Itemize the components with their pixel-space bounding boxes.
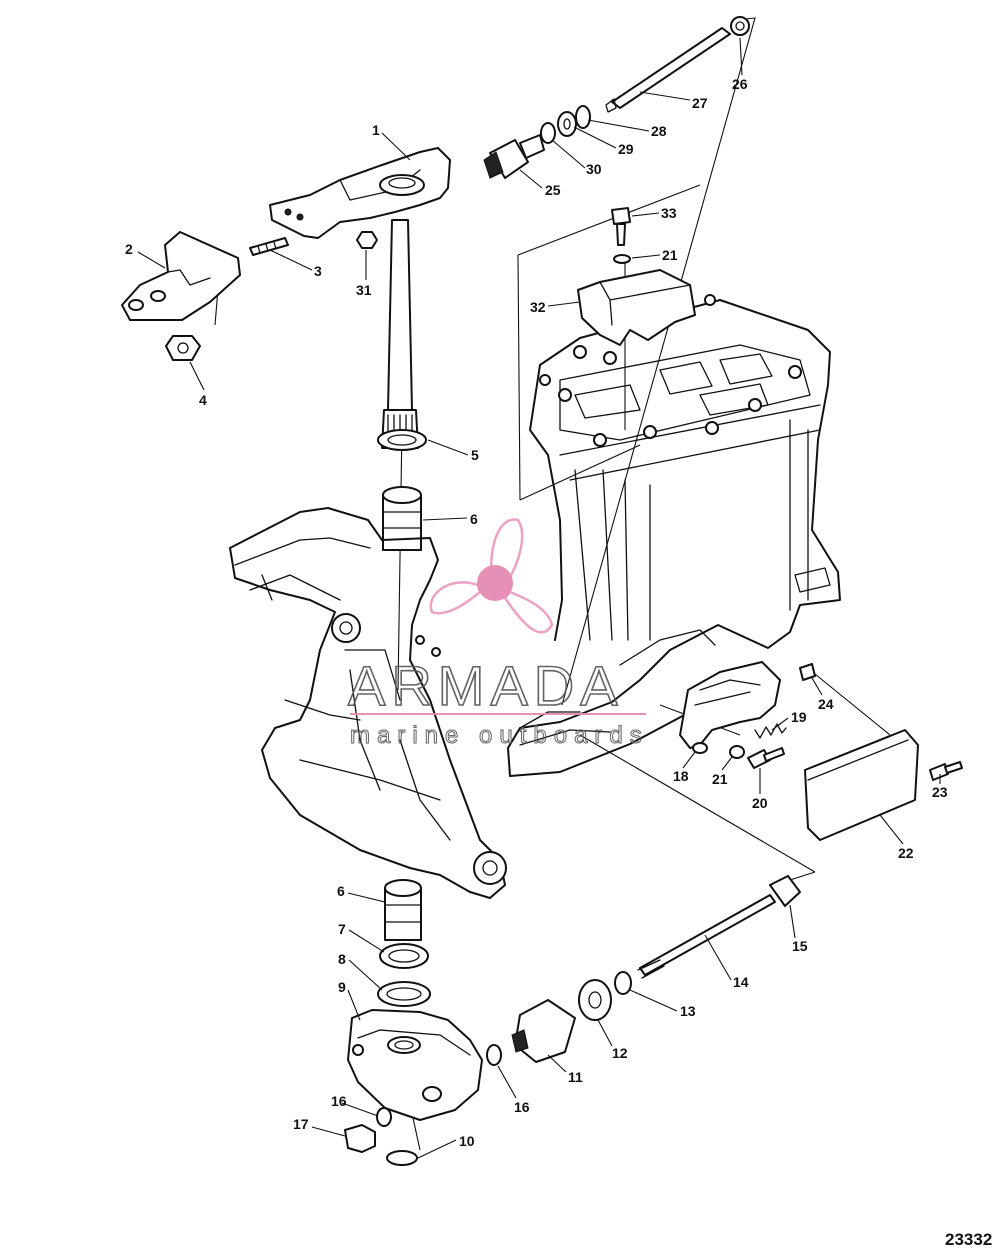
watermark-hub	[477, 565, 513, 601]
callout-7: 7	[338, 921, 346, 937]
seal-7	[379, 943, 429, 969]
callout-27: 27	[692, 95, 708, 111]
callout-13: 13	[680, 1003, 696, 1019]
figure-number: 23332	[945, 1230, 992, 1249]
callout-31: 31	[356, 282, 372, 298]
callout-6-upper: 6	[470, 511, 478, 527]
lower-swivel-yoke-9	[347, 1009, 483, 1121]
callout-26: 26	[732, 76, 748, 92]
nut-17	[344, 1124, 376, 1153]
callout-labels: 1 2 3 4 5 6 6 7 8 9 10 11 12 13 14 15 16…	[125, 76, 948, 1149]
callout-33: 33	[661, 205, 677, 221]
callout-24: 24	[818, 696, 834, 712]
bracket-2	[121, 231, 241, 321]
callout-32: 32	[530, 299, 546, 315]
callout-11: 11	[568, 1069, 583, 1085]
washer-13	[614, 971, 632, 995]
watermark-tagline-text: marine outboards	[350, 722, 649, 749]
retainer-32	[577, 269, 696, 346]
watermark-blade-right	[503, 590, 554, 634]
screw-23	[929, 761, 963, 781]
callout-29: 29	[618, 141, 634, 157]
bushing-6-lower	[384, 879, 422, 941]
steering-arm	[269, 147, 451, 239]
washer-8	[377, 981, 431, 1007]
bushing-6-upper	[382, 486, 422, 551]
callout-9: 9	[338, 979, 346, 995]
clip-10	[386, 1150, 418, 1166]
callout-1: 1	[372, 122, 380, 138]
mount-11	[511, 999, 576, 1063]
washer-16-right	[486, 1044, 502, 1066]
cover-22	[804, 729, 919, 841]
washer-21-lower	[729, 745, 745, 759]
callout-2: 2	[125, 241, 133, 257]
armada-watermark: ARMADA marine outboards	[347, 518, 649, 750]
washer-16-lower	[376, 1107, 392, 1127]
steering-shaft	[381, 219, 419, 449]
callout-6-lower: 6	[337, 883, 345, 899]
swivel-bracket	[229, 507, 507, 899]
stud-3	[249, 237, 289, 256]
plug-24	[799, 663, 816, 681]
washer-21-upper	[613, 254, 631, 264]
nut-15	[769, 875, 801, 907]
lower-tie-bar-14	[637, 894, 776, 979]
callout-15: 15	[792, 938, 808, 954]
callout-25: 25	[545, 182, 561, 198]
driveshaft-housing	[507, 294, 841, 777]
callout-leader-lines	[137, 37, 941, 1159]
callout-10: 10	[459, 1133, 475, 1149]
callout-14: 14	[733, 974, 749, 990]
watermark-blade-top	[490, 518, 524, 582]
nut-31	[356, 231, 378, 249]
washer-12	[578, 979, 612, 1021]
callout-30: 30	[586, 161, 602, 177]
callout-16-left: 16	[331, 1093, 347, 1109]
callout-18: 18	[673, 768, 689, 784]
lower-mount-housing	[619, 629, 781, 754]
upper-tie-bar	[483, 16, 750, 179]
propeller-logo-icon	[429, 518, 554, 634]
callout-28: 28	[651, 123, 667, 139]
callout-17: 17	[293, 1116, 309, 1132]
callout-21-lower: 21	[712, 771, 728, 787]
callout-19: 19	[791, 709, 807, 725]
callout-20: 20	[752, 795, 768, 811]
bolt-20	[747, 747, 785, 769]
callout-3: 3	[314, 263, 322, 279]
watermark-blade-left	[429, 581, 482, 615]
watermark-brand-text: ARMADA	[348, 654, 624, 717]
callout-22: 22	[898, 845, 914, 861]
bolt-33	[611, 207, 631, 246]
callout-4: 4	[199, 392, 207, 408]
callout-21-upper: 21	[662, 247, 678, 263]
callout-12: 12	[612, 1045, 628, 1061]
callout-5: 5	[471, 447, 479, 463]
washer-5	[377, 429, 427, 451]
callout-8: 8	[338, 951, 346, 967]
callout-16-right: 16	[514, 1099, 530, 1115]
spring-19	[754, 723, 787, 739]
callout-23: 23	[932, 784, 948, 800]
nut-4	[165, 335, 201, 361]
